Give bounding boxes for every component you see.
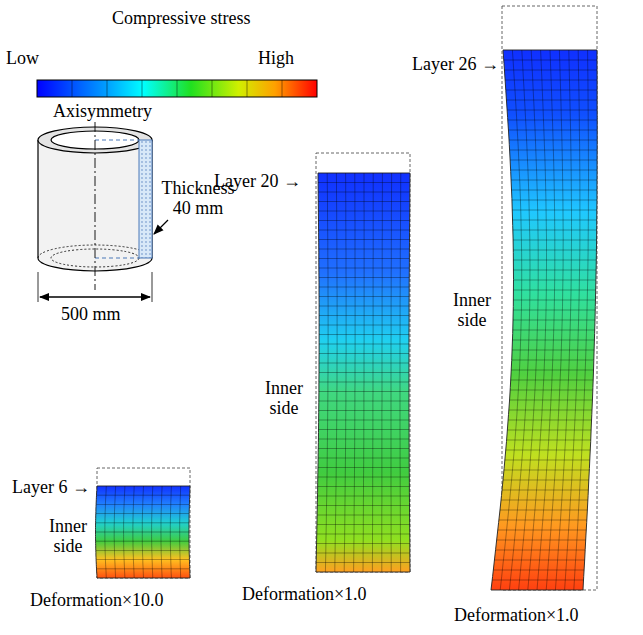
stress-contour [316,173,410,572]
layer-label: Layer 26 → [412,54,499,74]
axis-label: Axisymmetry [53,101,152,121]
mesh-line [555,50,571,590]
dimension: 500 mm [61,304,121,324]
mesh-line [161,486,162,578]
mesh-line [381,173,383,572]
color-bar [37,80,317,97]
mesh-line [391,173,393,572]
stress-contour [491,50,597,590]
scale-end: Low [6,48,39,68]
mesh-line [180,486,181,578]
mesh-line [325,173,328,572]
mesh-line [124,486,125,578]
mesh-line [142,486,143,578]
side-label: Inner side [446,290,498,330]
mesh-line [105,486,107,578]
mesh-line [372,173,374,572]
scale-end: High [258,48,294,68]
mesh-line [114,486,115,578]
mesh-line [565,50,580,590]
mesh-line [400,173,402,572]
mesh-line [152,486,153,578]
mesh-line [170,486,171,578]
mesh-line [574,50,589,590]
side-label: Inner side [42,516,94,556]
scale-factor: Deformation×1.0 [454,605,579,625]
mesh-line [133,486,134,578]
fe-mesh [96,50,598,590]
mesh-line [546,50,563,590]
layer-label: Layer 20 → [214,171,301,191]
cylinder-sketch [38,122,168,302]
scale-factor: Deformation×10.0 [30,590,164,610]
bar-title: Compressive stress [112,8,251,28]
mesh-line [363,173,364,572]
layer-label: Layer 6 → [12,477,90,497]
mesh-line [354,173,356,572]
mesh-line [500,50,522,590]
scale-factor: Deformation×1.0 [242,584,367,604]
side-label: Inner side [258,378,310,418]
stress-contour [96,486,191,578]
mesh-line [519,50,539,590]
mesh-line [509,50,530,590]
mesh-line [537,50,555,590]
mesh-line [344,173,346,572]
mesh-line [335,173,337,572]
